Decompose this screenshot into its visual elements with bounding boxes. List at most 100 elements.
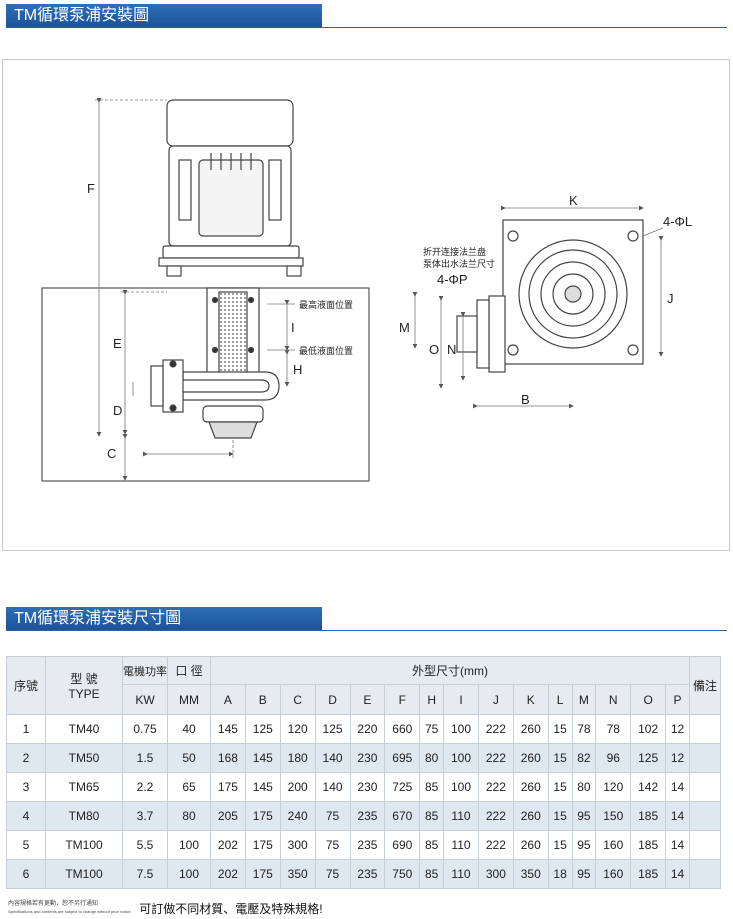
cell-note: [689, 801, 721, 831]
cell-bore: 65: [167, 772, 211, 802]
header-col-k: K: [512, 684, 549, 715]
cell-dim-o: 185: [630, 830, 667, 860]
cell-dim-c: 180: [279, 743, 316, 773]
cell-dim-n: 120: [595, 772, 632, 802]
cell-dim-l: 15: [547, 772, 573, 802]
cell-dim-b: 175: [244, 859, 281, 889]
cell-dim-k: 260: [512, 714, 549, 744]
installation-drawing: F E D C I H 最高液面位置 最低液面位置 K J B M O N 4-…: [2, 59, 730, 551]
dim-label-J: J: [667, 291, 674, 306]
cell-dim-b: 145: [244, 772, 281, 802]
header-col-d: D: [314, 684, 351, 715]
header-col-e: E: [349, 684, 386, 715]
cell-model: TM80: [45, 801, 123, 831]
header-seq: 序號: [6, 656, 46, 715]
header-power: 電機功率: [122, 656, 168, 685]
cell-dim-e: 235: [349, 859, 386, 889]
dim-label-E: E: [113, 336, 122, 351]
header-bore-unit: MM: [167, 684, 211, 715]
flange-note-1: 折开连接法兰盘: [423, 246, 486, 257]
header-col-i: I: [443, 684, 479, 715]
cell-dim-p: 14: [665, 772, 690, 802]
cell-dim-h: 85: [419, 859, 445, 889]
cell-dim-j: 222: [477, 714, 514, 744]
cell-dim-m: 78: [571, 714, 597, 744]
cell-dim-n: 150: [595, 801, 632, 831]
cell-note: [689, 830, 721, 860]
header-dimensions: 外型尺寸(mm): [210, 656, 690, 685]
cell-dim-f: 750: [384, 859, 421, 889]
cell-dim-h: 80: [419, 743, 445, 773]
cell-dim-o: 142: [630, 772, 667, 802]
cell-dim-b: 175: [244, 801, 281, 831]
pump-casing: [202, 405, 264, 439]
dim-label-4-phi-L: 4-ΦL: [663, 214, 692, 229]
dim-label-4-phi-P: 4-ΦP: [437, 272, 468, 287]
cell-dim-c: 120: [279, 714, 316, 744]
cell-dim-p: 14: [665, 801, 690, 831]
cell-dim-c: 350: [279, 859, 316, 889]
cell-dim-p: 12: [665, 743, 690, 773]
cell-dim-f: 660: [384, 714, 421, 744]
cell-dim-c: 200: [279, 772, 316, 802]
cell-dim-d: 140: [314, 743, 351, 773]
cell-dim-k: 350: [512, 859, 549, 889]
cell-note: [689, 714, 721, 744]
cell-dim-b: 125: [244, 714, 281, 744]
dim-label-C: C: [107, 446, 116, 461]
section-divider: [6, 630, 727, 631]
cell-seq: 1: [6, 714, 46, 744]
cell-dim-l: 15: [547, 830, 573, 860]
cell-dim-i: 100: [443, 714, 479, 744]
cell-dim-d: 75: [314, 801, 351, 831]
pump-drawing-svg: F E D C I H 最高液面位置 最低液面位置 K J B M O N 4-…: [41, 98, 692, 482]
cell-dim-j: 222: [477, 801, 514, 831]
cell-dim-i: 110: [443, 830, 479, 860]
cell-dim-f: 690: [384, 830, 421, 860]
cell-dim-j: 222: [477, 772, 514, 802]
dim-label-K: K: [569, 193, 578, 208]
header-model-en: TYPE: [68, 687, 100, 701]
cell-dim-i: 100: [443, 743, 479, 773]
cell-seq: 6: [6, 859, 46, 889]
cell-dim-d: 140: [314, 772, 351, 802]
cell-dim-k: 260: [512, 801, 549, 831]
cell-bore: 80: [167, 801, 211, 831]
cell-seq: 3: [6, 772, 46, 802]
motor: [158, 99, 304, 277]
cell-power: 7.5: [122, 859, 168, 889]
cell-model: TM50: [45, 743, 123, 773]
cell-dim-f: 670: [384, 801, 421, 831]
cell-dim-e: 230: [349, 772, 386, 802]
cell-dim-n: 160: [595, 830, 632, 860]
cell-dim-h: 75: [419, 714, 445, 744]
header-col-h: H: [419, 684, 445, 715]
cell-dim-m: 82: [571, 743, 597, 773]
cell-dim-e: 235: [349, 830, 386, 860]
cell-dim-h: 85: [419, 772, 445, 802]
footer-notice: 內容規格若有更動，恕不另行通知 Specifications and conte…: [8, 901, 131, 916]
cell-model: TM65: [45, 772, 123, 802]
cell-power: 2.2: [122, 772, 168, 802]
dim-label-N: N: [447, 342, 456, 357]
cell-dim-l: 15: [547, 714, 573, 744]
cell-note: [689, 772, 721, 802]
cell-dim-f: 725: [384, 772, 421, 802]
flange-note-2: 泵体出水法兰尺寸: [423, 258, 495, 269]
dim-label-B: B: [521, 392, 530, 407]
dim-label-I: I: [291, 320, 295, 335]
cell-dim-n: 160: [595, 859, 632, 889]
cell-dim-b: 175: [244, 830, 281, 860]
cell-power: 1.5: [122, 743, 168, 773]
cell-dim-d: 75: [314, 859, 351, 889]
cell-dim-a: 175: [210, 772, 246, 802]
section-divider: [6, 27, 727, 28]
cell-dim-b: 145: [244, 743, 281, 773]
cell-dim-p: 14: [665, 859, 690, 889]
cell-dim-e: 220: [349, 714, 386, 744]
cell-dim-j: 300: [477, 859, 514, 889]
cell-dim-a: 202: [210, 859, 246, 889]
